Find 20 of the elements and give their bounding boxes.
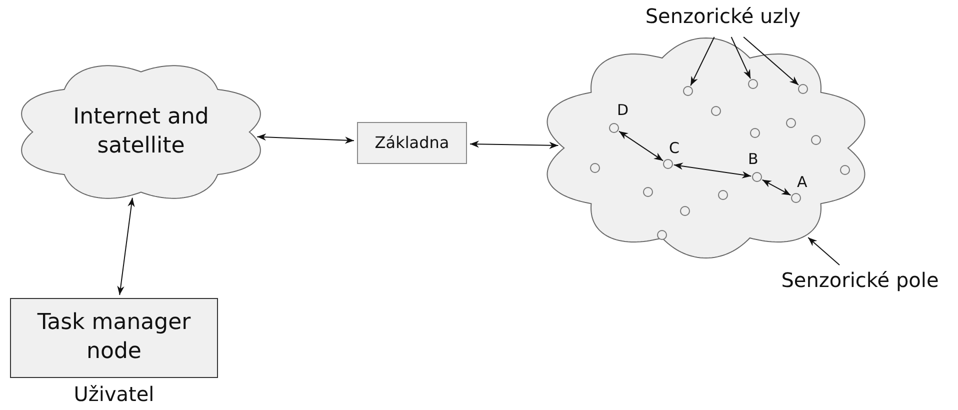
callout-label: Senzorické uzly bbox=[640, 4, 806, 34]
node-letter: B bbox=[748, 150, 758, 168]
node-letter: C bbox=[669, 139, 680, 157]
node-letter: D bbox=[617, 101, 629, 119]
callout-label: Senzorické pole bbox=[765, 268, 955, 298]
leader-line bbox=[690, 36, 715, 86]
node-caption: Uživatel bbox=[72, 382, 156, 406]
arrow bbox=[117, 197, 135, 296]
arrow bbox=[256, 133, 354, 144]
arrow bbox=[618, 130, 664, 162]
arrow bbox=[762, 179, 792, 196]
leader-line bbox=[743, 36, 799, 86]
leader-line bbox=[808, 237, 840, 266]
cloud-label: Internet and satellite bbox=[72, 103, 210, 160]
leader-line bbox=[730, 36, 751, 80]
node-letter: A bbox=[797, 173, 808, 191]
process-box: Základna bbox=[357, 122, 467, 164]
arrow bbox=[673, 162, 752, 178]
process-box: Task manager node bbox=[10, 298, 218, 378]
arrow bbox=[470, 140, 559, 149]
